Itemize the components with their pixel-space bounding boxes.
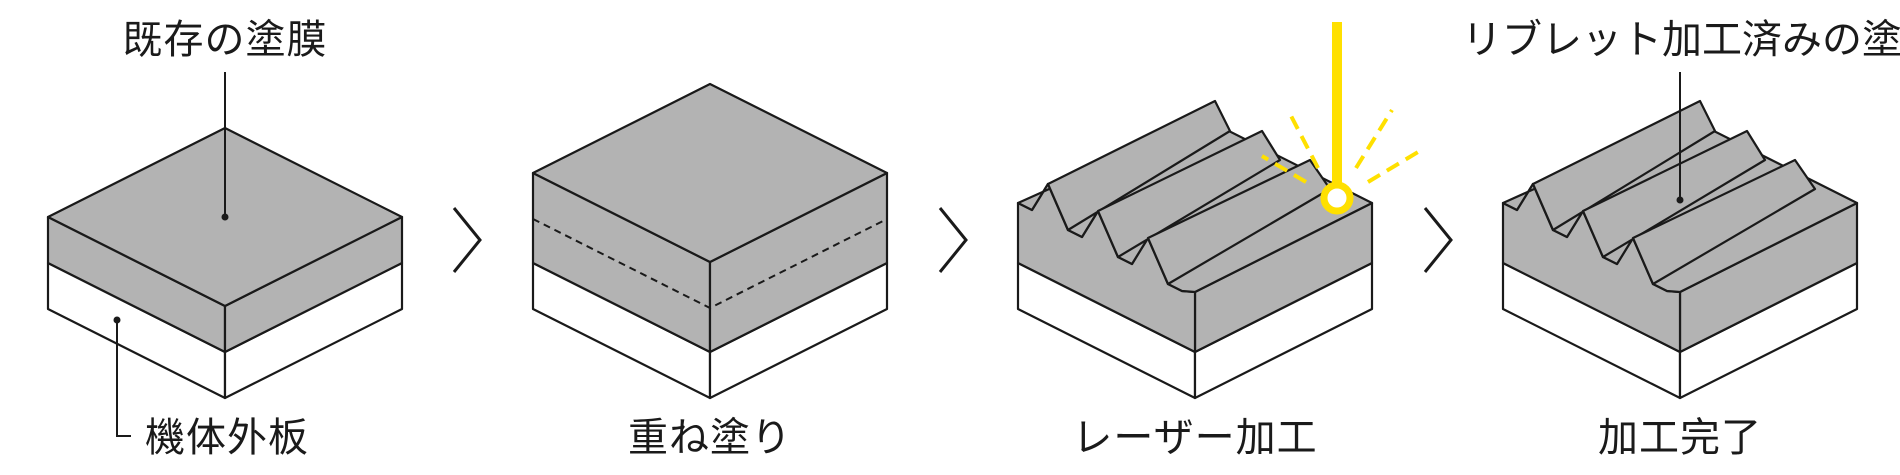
label-step-laser: レーザー加工 — [1072, 415, 1318, 461]
block-existing-coating — [46, 72, 404, 437]
chevron-right-icon — [938, 207, 968, 273]
block-laser-processing — [1016, 99, 1374, 400]
laser-beam-icon — [1260, 22, 1420, 215]
chevron-right-icon — [1423, 207, 1453, 273]
leader-airframe-skin — [116, 320, 131, 437]
leader-dot — [1676, 196, 1684, 204]
riblet-1 — [1531, 99, 1717, 232]
laser-rays — [1260, 108, 1420, 184]
label-riblet-coating: リブレット加工済みの塗膜 — [1462, 17, 1900, 63]
block-overcoat — [531, 82, 889, 400]
block-processing-complete — [1501, 72, 1859, 400]
label-step-overcoat: 重ね塗り — [628, 415, 792, 461]
label-existing-coating: 既存の塗膜 — [122, 17, 328, 63]
label-airframe-skin: 機体外板 — [145, 415, 309, 461]
riblet-2 — [1096, 129, 1282, 259]
riblet-1 — [1046, 99, 1232, 232]
label-step-complete: 加工完了 — [1598, 415, 1762, 461]
chevron-right-icon — [452, 207, 482, 273]
riblet-3 — [1631, 158, 1817, 286]
leader-dot — [221, 213, 229, 221]
original-coating-line — [532, 218, 888, 310]
laser-focus-point — [1320, 181, 1354, 215]
coating-top-face — [531, 82, 889, 264]
riblet-2 — [1581, 129, 1767, 259]
